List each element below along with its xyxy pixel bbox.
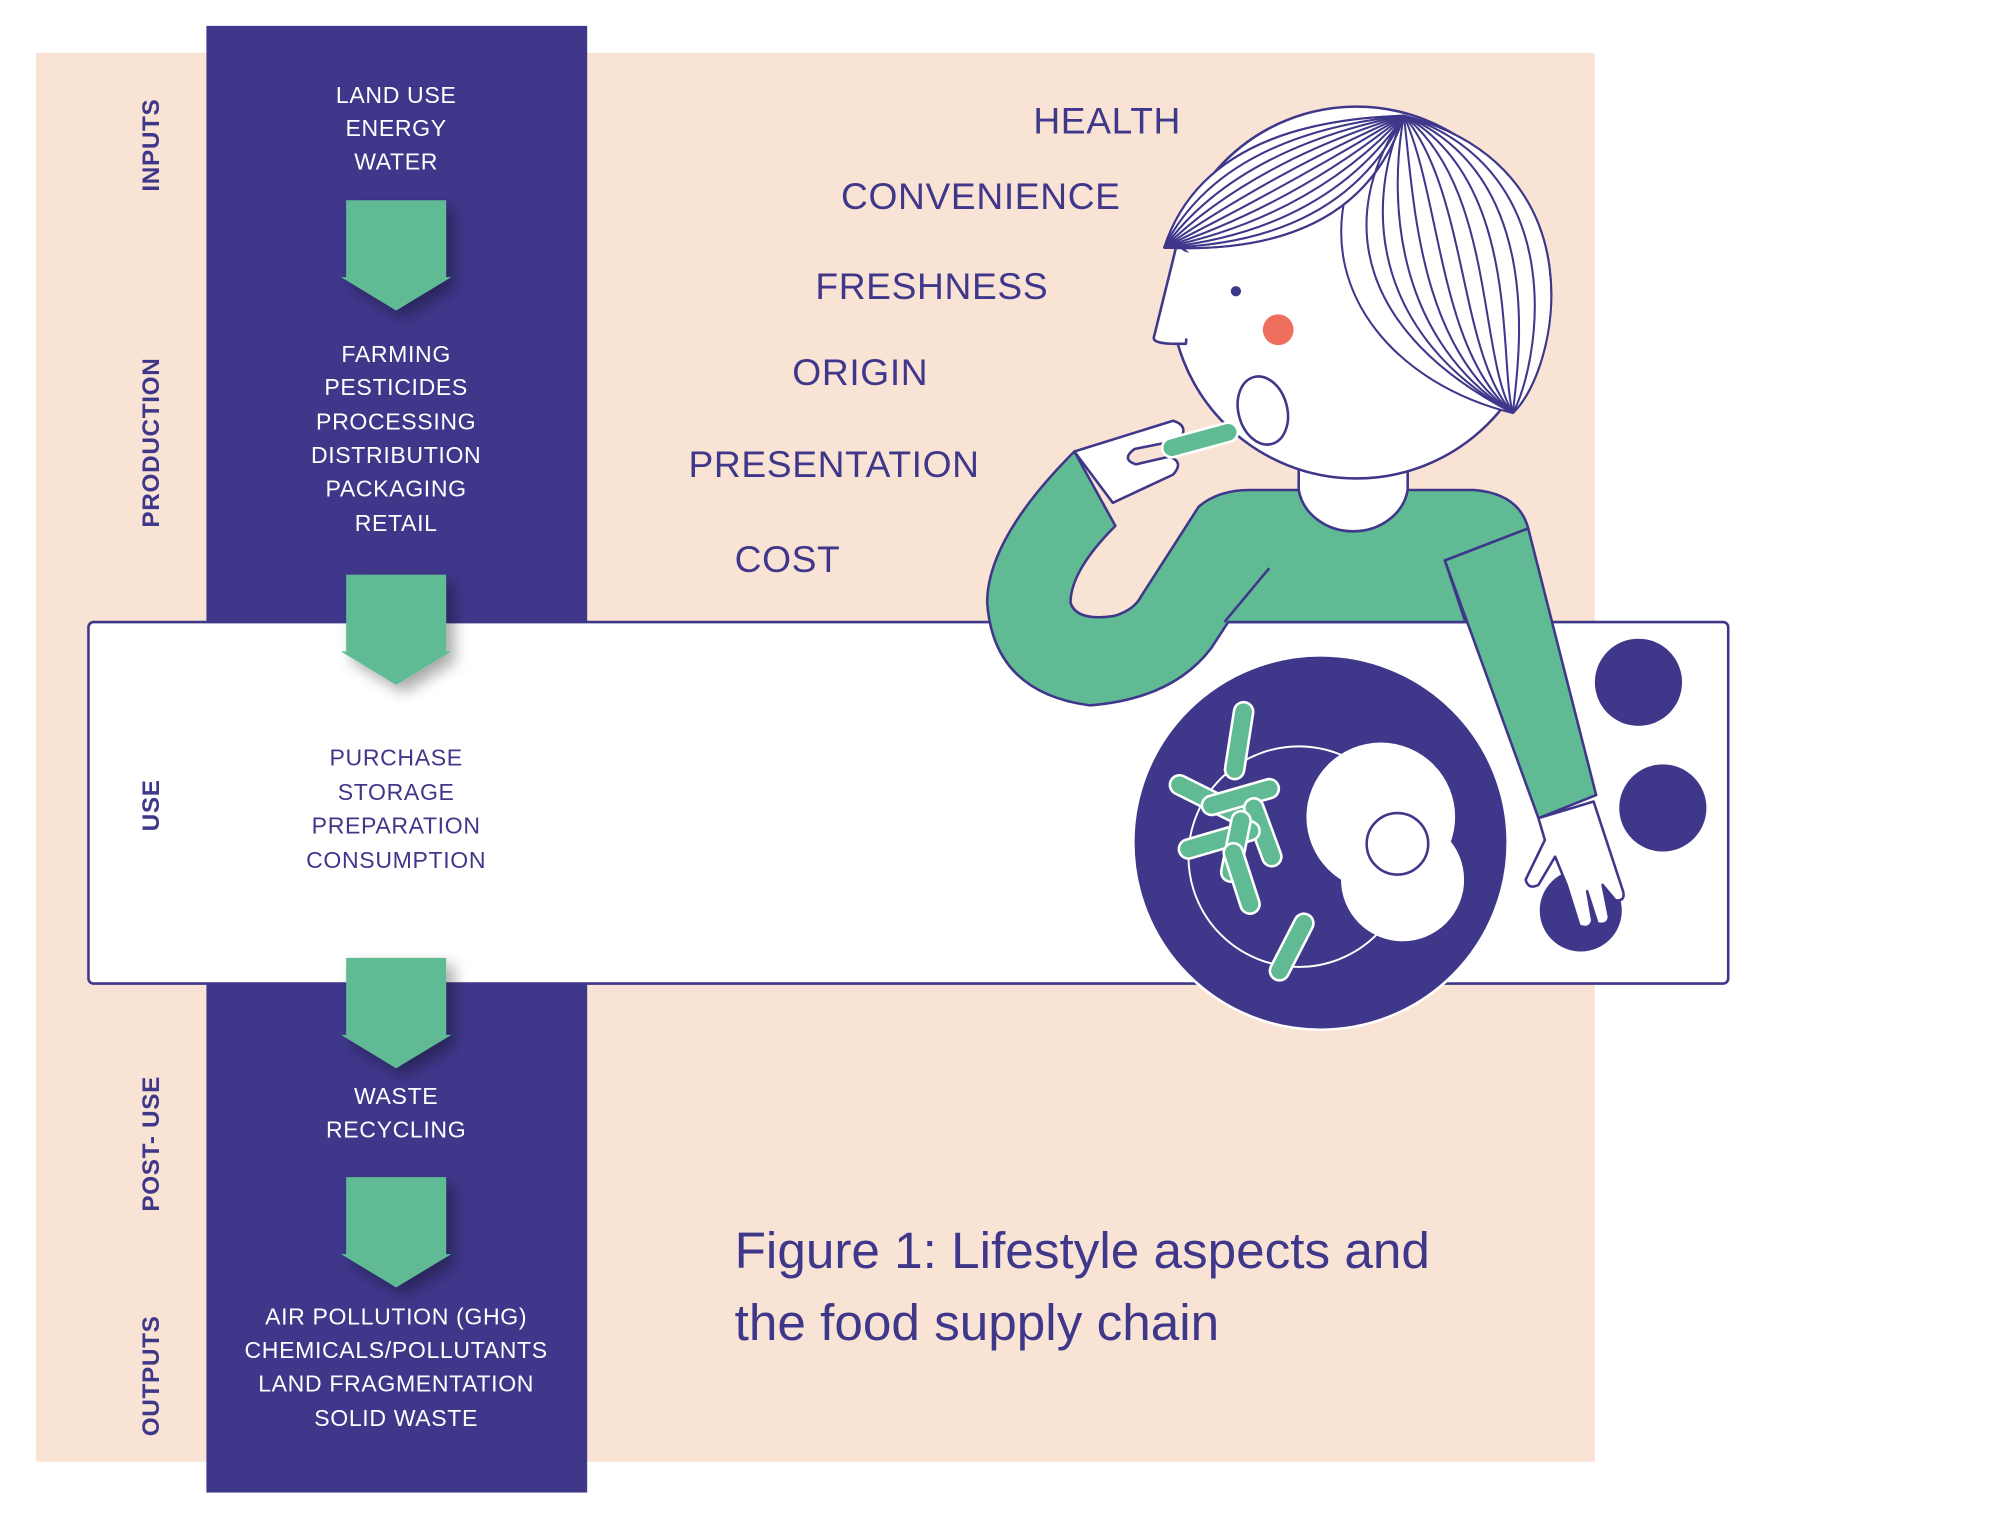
figure-caption-line2: the food supply chain — [735, 1294, 1220, 1351]
figure-caption-line1: Figure 1: Lifestyle aspects and — [735, 1222, 1430, 1279]
stage-item: STORAGE — [338, 779, 455, 805]
stage-label-post-use: POST- USE — [138, 1076, 165, 1212]
right-hand — [1524, 800, 1625, 929]
factor-freshness: FRESHNESS — [815, 265, 1048, 307]
stage-item: WASTE — [354, 1083, 438, 1109]
nose-cover — [1160, 250, 1206, 339]
stage-label-use: USE — [138, 779, 165, 831]
hair-strand — [1163, 114, 1405, 249]
right-arm — [1443, 527, 1598, 820]
inputs-items: LAND USE ENERGY WATER — [336, 82, 456, 175]
hair-strand — [1403, 114, 1536, 414]
hair-strand — [1164, 115, 1405, 250]
factor-origin: ORIGIN — [792, 351, 928, 393]
post-use-items: WASTE RECYCLING — [326, 1083, 466, 1142]
stage-label-outputs: OUTPUTS — [138, 1315, 165, 1436]
stage-item: PESTICIDES — [324, 374, 468, 400]
outputs-items: AIR POLLUTION (GHG) CHEMICALS/POLLUTANTS… — [244, 1304, 547, 1431]
arrow-down-icon — [341, 200, 452, 311]
stage-item: AIR POLLUTION (GHG) — [265, 1304, 527, 1330]
factor-presentation: PRESENTATION — [688, 443, 979, 485]
hair-strand — [1163, 115, 1405, 249]
stage-item: WATER — [354, 148, 438, 174]
hair-strand — [1396, 115, 1514, 414]
stage-item: CHEMICALS/POLLUTANTS — [244, 1337, 547, 1363]
lifestyle-factors: HEALTH CONVENIENCE FRESHNESS ORIGIN PRES… — [688, 100, 1181, 580]
hair-strand — [1163, 114, 1405, 249]
green-beans — [1168, 700, 1315, 982]
person-illustration — [985, 105, 1707, 1032]
factor-health: HEALTH — [1033, 100, 1181, 142]
hair-strand — [1402, 115, 1514, 414]
stage-item: ENERGY — [346, 115, 447, 141]
hair-strand — [1163, 114, 1404, 249]
neck — [1297, 460, 1409, 533]
hair-strand — [1403, 114, 1514, 414]
stage-item: LAND USE — [336, 82, 456, 108]
stage-label-production: PRODUCTION — [138, 358, 165, 528]
eye — [1230, 286, 1242, 297]
hair-strand — [1163, 114, 1404, 248]
stage-item: DISTRIBUTION — [311, 442, 481, 468]
stage-item: PREPARATION — [312, 813, 481, 839]
green-bean — [1245, 799, 1281, 865]
stage-item: PURCHASE — [330, 745, 463, 771]
stage-item: FARMING — [341, 341, 451, 367]
use-items: PURCHASE STORAGE PREPARATION CONSUMPTION — [306, 745, 486, 874]
stage-label-inputs: INPUTS — [138, 99, 165, 192]
stage-item: LAND FRAGMENTATION — [258, 1370, 534, 1396]
hair-strand — [1365, 115, 1514, 414]
stage-item: PROCESSING — [316, 409, 476, 435]
arrows — [341, 200, 452, 1288]
hair-strand — [1403, 114, 1521, 414]
hair-strand — [1403, 114, 1514, 414]
mouth — [1236, 375, 1290, 446]
hair — [1163, 114, 1553, 415]
production-items: FARMING PESTICIDES PROCESSING DISTRIBUTI… — [311, 341, 481, 536]
stage-item: RECYCLING — [326, 1116, 466, 1142]
stage-item: CONSUMPTION — [306, 847, 486, 873]
green-bean — [1271, 914, 1313, 980]
hair-strand — [1403, 114, 1553, 414]
hair-strand — [1163, 114, 1405, 249]
hair-strand — [1163, 114, 1405, 249]
hair-strand — [1402, 115, 1514, 414]
arm-seam — [1223, 567, 1271, 623]
hair-strand — [1163, 114, 1405, 249]
factor-cost: COST — [735, 538, 841, 580]
food-stick-bite — [1163, 423, 1237, 457]
arrow-down-icon — [341, 574, 452, 685]
green-bean — [1226, 703, 1252, 778]
green-bean — [1203, 780, 1278, 814]
cheek — [1262, 314, 1294, 346]
egg-yolk — [1365, 811, 1430, 876]
stage-item: PACKAGING — [326, 475, 467, 501]
stage-item: SOLID WASTE — [314, 1405, 478, 1431]
factor-convenience: CONVENIENCE — [841, 175, 1121, 217]
arrow-down-icon — [341, 957, 452, 1069]
hair-strand — [1381, 115, 1514, 414]
arrow-down-icon — [341, 1177, 452, 1288]
green-bean — [1225, 844, 1259, 913]
hair-strand — [1163, 114, 1405, 249]
table-dot — [1619, 764, 1707, 852]
table-dot — [1594, 638, 1683, 726]
hair-strand — [1403, 114, 1514, 414]
stage-item: RETAIL — [355, 510, 438, 536]
raised-hand — [1073, 419, 1185, 505]
